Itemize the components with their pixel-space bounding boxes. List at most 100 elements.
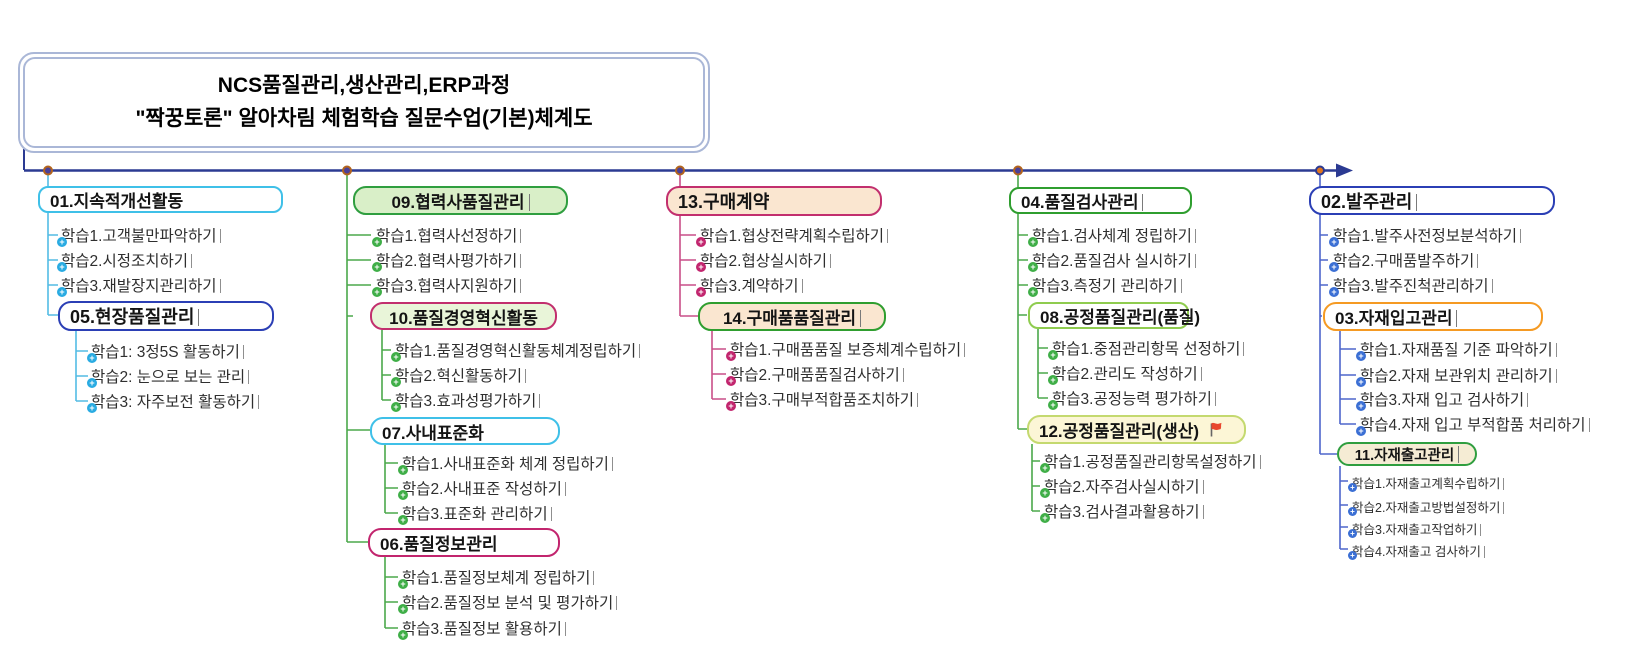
- plus-icon[interactable]: +: [1329, 287, 1339, 297]
- lesson-item[interactable]: +학습1.공정품질관리항목설정하기: [1040, 450, 1261, 473]
- plus-icon[interactable]: +: [1048, 400, 1058, 410]
- lesson-item[interactable]: +학습2.자재출고방법설정하기: [1348, 497, 1504, 516]
- lesson-item[interactable]: +학습2: 눈으로 보는 관리: [87, 365, 249, 388]
- lesson-item[interactable]: +학습3.표준화 관리하기: [398, 502, 552, 525]
- plus-icon[interactable]: +: [398, 490, 408, 500]
- plus-icon[interactable]: +: [1348, 507, 1357, 516]
- plus-icon[interactable]: +: [398, 465, 408, 475]
- plus-icon[interactable]: +: [1329, 262, 1339, 272]
- lesson-item[interactable]: +학습2.자주검사실시하기: [1040, 475, 1204, 498]
- lesson-item[interactable]: +학습1.고객불만파악하기: [57, 224, 221, 247]
- lesson-item[interactable]: +학습1.협상전략계획수립하기: [696, 224, 888, 247]
- plus-icon[interactable]: +: [1040, 488, 1050, 498]
- lesson-item[interactable]: +학습1.품질경영혁신활동체계정립하기: [391, 339, 640, 362]
- lesson-item[interactable]: +학습2.사내표준 작성하기: [398, 477, 566, 500]
- topic-box-11[interactable]: 11.자재출고관리: [1337, 442, 1477, 466]
- lesson-item[interactable]: +학습2.관리도 작성하기: [1048, 362, 1202, 385]
- plus-icon[interactable]: +: [696, 262, 706, 272]
- lesson-item[interactable]: +학습1.자재출고계획수립하기: [1348, 473, 1504, 492]
- lesson-item[interactable]: +학습2.구매품품질검사하기: [726, 363, 904, 386]
- lesson-item[interactable]: +학습2.품질정보 분석 및 평가하기: [398, 591, 617, 614]
- lesson-item[interactable]: +학습2.협상실시하기: [696, 249, 831, 272]
- plus-icon[interactable]: +: [1348, 551, 1357, 560]
- lesson-item[interactable]: +학습1.구매품품질 보증체계수립하기: [726, 338, 965, 361]
- topic-box-09[interactable]: 09.협력사품질관리: [353, 186, 568, 215]
- plus-icon[interactable]: +: [1028, 262, 1038, 272]
- topic-box-12[interactable]: 12.공정품질관리(생산): [1027, 415, 1246, 444]
- plus-icon[interactable]: +: [398, 515, 408, 525]
- plus-icon[interactable]: +: [1356, 351, 1366, 361]
- lesson-item[interactable]: +학습2.시정조치하기: [57, 249, 192, 272]
- lesson-item[interactable]: +학습2.품질검사 실시하기: [1028, 249, 1196, 272]
- topic-box-13[interactable]: 13.구매계약: [666, 186, 882, 216]
- plus-icon[interactable]: +: [1048, 350, 1058, 360]
- lesson-item[interactable]: +학습3: 자주보전 활동하기: [87, 390, 259, 413]
- topic-box-02[interactable]: 02.발주관리: [1309, 186, 1555, 215]
- lesson-item[interactable]: +학습3.협력사지원하기: [372, 274, 521, 297]
- lesson-item[interactable]: +학습3.구매부적합품조치하기: [726, 388, 918, 411]
- lesson-item[interactable]: +학습3.공정능력 평가하기: [1048, 387, 1216, 410]
- plus-icon[interactable]: +: [1356, 377, 1366, 387]
- lesson-item[interactable]: +학습3.검사결과활용하기: [1040, 500, 1204, 523]
- plus-icon[interactable]: +: [391, 402, 401, 412]
- plus-icon[interactable]: +: [1356, 401, 1366, 411]
- plus-icon[interactable]: +: [372, 237, 382, 247]
- plus-icon[interactable]: +: [1329, 237, 1339, 247]
- plus-icon[interactable]: +: [398, 630, 408, 640]
- plus-icon[interactable]: +: [1040, 513, 1050, 523]
- plus-icon[interactable]: +: [1048, 375, 1058, 385]
- lesson-item[interactable]: +학습1.중점관리항목 선정하기: [1048, 337, 1244, 360]
- topic-box-04[interactable]: 04.품질검사관리: [1009, 187, 1192, 214]
- lesson-item[interactable]: +학습2.협력사평가하기: [372, 249, 521, 272]
- lesson-item[interactable]: +학습1.품질정보체계 정립하기: [398, 566, 594, 589]
- plus-icon[interactable]: +: [57, 262, 67, 272]
- plus-icon[interactable]: +: [372, 262, 382, 272]
- plus-icon[interactable]: +: [1356, 426, 1366, 436]
- title-box[interactable]: NCS품질관리,생산관리,ERP과정 "짝꿍토론" 알아차림 체험학습 질문수업…: [18, 52, 710, 153]
- plus-icon[interactable]: +: [726, 401, 736, 411]
- topic-box-14[interactable]: 14.구매품품질관리: [698, 302, 886, 331]
- plus-icon[interactable]: +: [1348, 529, 1357, 538]
- plus-icon[interactable]: +: [696, 287, 706, 297]
- lesson-item[interactable]: +학습1.자재품질 기준 파악하기: [1356, 338, 1557, 361]
- plus-icon[interactable]: +: [87, 353, 97, 363]
- plus-icon[interactable]: +: [398, 579, 408, 589]
- topic-box-03[interactable]: 03.자재입고관리: [1323, 302, 1543, 331]
- lesson-item[interactable]: +학습1.검사체계 정립하기: [1028, 224, 1196, 247]
- plus-icon[interactable]: +: [391, 377, 401, 387]
- lesson-item[interactable]: +학습3.자재출고작업하기: [1348, 519, 1481, 538]
- topic-box-10[interactable]: 10.품질경영혁신활동: [370, 302, 557, 330]
- plus-icon[interactable]: +: [1040, 463, 1050, 473]
- lesson-item[interactable]: +학습3.측정기 관리하기: [1028, 274, 1182, 297]
- topic-box-01[interactable]: 01.지속적개선활동: [38, 186, 283, 213]
- topic-box-08[interactable]: 08.공정품질관리(품질): [1028, 302, 1200, 329]
- lesson-item[interactable]: +학습1.사내표준화 체계 정립하기: [398, 452, 613, 475]
- plus-icon[interactable]: +: [726, 351, 736, 361]
- plus-icon[interactable]: +: [398, 604, 408, 614]
- plus-icon[interactable]: +: [726, 376, 736, 386]
- plus-icon[interactable]: +: [57, 237, 67, 247]
- lesson-item[interactable]: +학습2.구매품발주하기: [1329, 249, 1478, 272]
- lesson-item[interactable]: +학습1.발주사전정보분석하기: [1329, 224, 1521, 247]
- lesson-item[interactable]: +학습3.계약하기: [696, 274, 803, 297]
- lesson-item[interactable]: +학습1: 3정5S 활동하기: [87, 340, 244, 363]
- lesson-item[interactable]: +학습3.재발장지관리하기: [57, 274, 221, 297]
- lesson-item[interactable]: +학습2.자재 보관위치 관리하기: [1356, 364, 1557, 387]
- lesson-item[interactable]: +학습1.협력사선정하기: [372, 224, 521, 247]
- lesson-item[interactable]: +학습3.발주진척관리하기: [1329, 274, 1493, 297]
- lesson-item[interactable]: +학습3.효과성평가하기: [391, 389, 540, 412]
- plus-icon[interactable]: +: [391, 352, 401, 362]
- lesson-item[interactable]: +학습4.자재 입고 부적합품 처리하기: [1356, 413, 1590, 436]
- plus-icon[interactable]: +: [87, 403, 97, 413]
- plus-icon[interactable]: +: [57, 287, 67, 297]
- lesson-item[interactable]: +학습4.자재출고 검사하기: [1348, 541, 1485, 560]
- lesson-item[interactable]: +학습3.자재 입고 검사하기: [1356, 388, 1528, 411]
- plus-icon[interactable]: +: [1028, 287, 1038, 297]
- topic-box-06[interactable]: 06.품질정보관리: [368, 528, 560, 557]
- lesson-item[interactable]: +학습2.혁신활동하기: [391, 364, 526, 387]
- topic-box-05[interactable]: 05.현장품질관리: [58, 301, 274, 331]
- plus-icon[interactable]: +: [696, 237, 706, 247]
- plus-icon[interactable]: +: [372, 287, 382, 297]
- plus-icon[interactable]: +: [1028, 237, 1038, 247]
- plus-icon[interactable]: +: [1348, 483, 1357, 492]
